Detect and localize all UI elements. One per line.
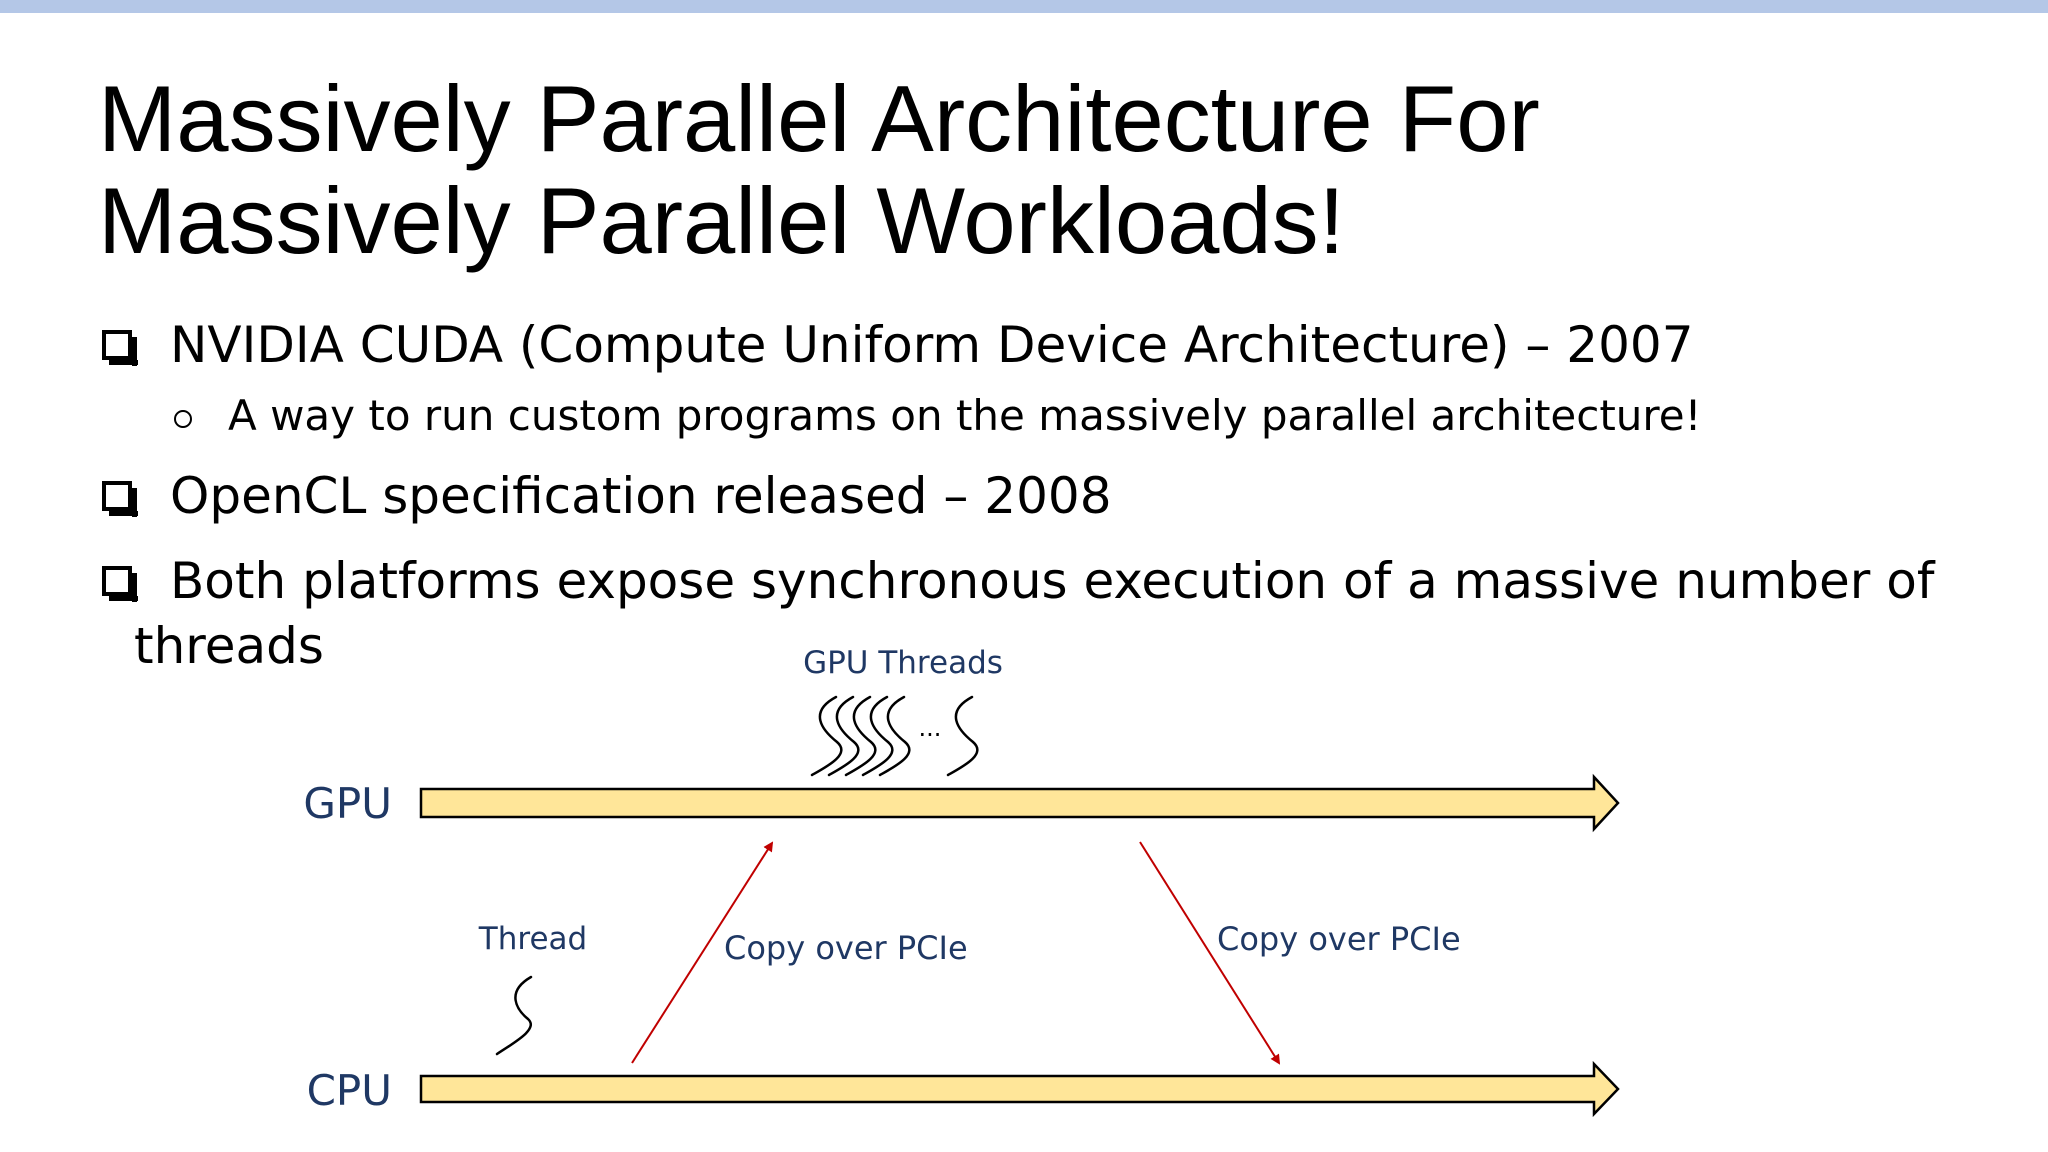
bullet-opencl: OpenCL specification released – 2008 <box>102 464 1112 528</box>
copy-to-gpu-label: Copy over PCIe <box>724 929 968 967</box>
title-line-1: Massively Parallel Architecture For <box>98 66 1540 171</box>
bullet-platforms-text: Both platforms expose synchronous execut… <box>170 552 1935 610</box>
gpu-timeline-arrow <box>419 773 1620 833</box>
cpu-label: CPU <box>307 1066 392 1115</box>
bullet-platforms-continuation: threads <box>134 617 324 675</box>
sub-bullet-text: A way to run custom programs on the mass… <box>228 391 1702 440</box>
cpu-thread-squiggle-icon <box>495 975 533 1056</box>
title-line-2: Massively Parallel Workloads! <box>98 168 1345 273</box>
gpu-label: GPU <box>303 779 392 828</box>
copy-to-cpu-label: Copy over PCIe <box>1217 920 1461 958</box>
bullet-opencl-text: OpenCL specification released – 2008 <box>170 467 1112 525</box>
bullet-cuda: NVIDIA CUDA (Compute Uniform Device Arch… <box>102 313 1694 377</box>
copy-to-cpu-arrow <box>1139 841 1281 1065</box>
copy-to-gpu-arrow <box>631 841 774 1064</box>
gpu-threads-label: GPU Threads <box>803 645 1003 681</box>
gpu-threads-ellipsis: ... <box>919 714 942 742</box>
checkbox-bullet-icon <box>102 566 138 602</box>
sub-bullet-custom-programs: A way to run custom programs on the mass… <box>174 388 1701 444</box>
bullet-cuda-text: NVIDIA CUDA (Compute Uniform Device Arch… <box>170 316 1694 374</box>
top-accent-bar <box>0 0 2048 13</box>
checkbox-bullet-icon <box>102 330 138 366</box>
checkbox-bullet-icon <box>102 481 138 517</box>
cpu-thread-label: Thread <box>478 921 587 957</box>
circle-bullet-icon <box>174 410 192 428</box>
cpu-timeline-arrow <box>419 1060 1620 1118</box>
gpu-thread-squiggles-icon <box>810 695 979 777</box>
bullet-platforms: Both platforms expose synchronous execut… <box>102 549 1934 613</box>
slide-title: Massively Parallel Architecture For Mass… <box>98 68 1998 272</box>
